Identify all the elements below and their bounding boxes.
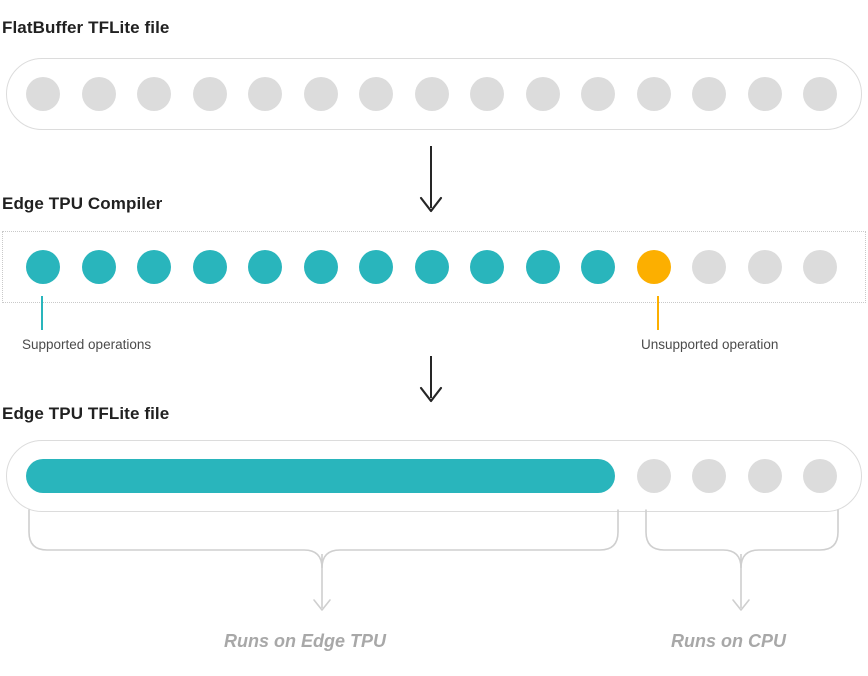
outcome-brace-layer [0, 508, 868, 671]
op-edgetpu-gray-13 [692, 459, 726, 493]
op-flatbuffer-gray-11 [581, 77, 615, 111]
op-compiler-teal-10 [525, 250, 560, 284]
section-heading-edgetpu: Edge TPU TFLite file [2, 404, 170, 423]
compiler-dotted-box [2, 231, 866, 303]
flatbuffer-op-row [7, 59, 861, 129]
op-compiler-gray-14 [747, 250, 782, 284]
op-compiler-teal-6 [303, 250, 338, 284]
section-heading-flatbuffer: FlatBuffer TFLite file [2, 18, 170, 37]
op-flatbuffer-gray-10 [525, 77, 560, 111]
op-flatbuffer-gray-7 [359, 77, 393, 111]
edgetpu-file-container [6, 440, 862, 512]
op-flatbuffer-gray-4 [192, 77, 227, 111]
legend-label-supported: Supported operations [22, 337, 152, 352]
arrow-down-light-icon-edgetpu [313, 554, 331, 611]
arrow-down-light-icon-cpu [732, 554, 750, 611]
op-flatbuffer-gray-2 [81, 77, 116, 111]
curly-brace-down-icon-edgetpu [28, 509, 619, 569]
op-compiler-teal-2 [81, 250, 116, 284]
op-flatbuffer-gray-14 [747, 77, 782, 111]
op-edgetpu-gray-14 [747, 459, 782, 493]
op-flatbuffer-gray-8 [414, 77, 449, 111]
compiler-op-row [3, 232, 865, 302]
op-edgetpu-gray-15 [803, 459, 837, 493]
op-flatbuffer-gray-9 [470, 77, 504, 111]
op-compiler-teal-9 [470, 250, 504, 284]
curly-brace-down-icon-cpu [645, 509, 839, 569]
op-flatbuffer-gray-15 [803, 77, 837, 111]
arrow-down-icon [412, 146, 452, 218]
op-compiler-gray-15 [803, 250, 837, 284]
op-compiler-gray-13 [692, 250, 726, 284]
supported-tick-icon [41, 296, 43, 330]
section-heading-compiler: Edge TPU Compiler [2, 194, 163, 213]
outcome-label-edge-tpu: Runs on Edge TPU [224, 631, 386, 651]
op-compiler-teal-4 [192, 250, 227, 284]
op-flatbuffer-gray-12 [636, 77, 671, 111]
unsupported-tick-icon [657, 296, 659, 330]
op-compiler-teal-7 [359, 250, 393, 284]
fused-edge-tpu-op-pill [26, 459, 615, 493]
op-flatbuffer-gray-1 [26, 77, 60, 111]
op-compiler-orange-12 [636, 250, 671, 284]
flatbuffer-file-container [6, 58, 862, 130]
op-compiler-teal-8 [414, 250, 449, 284]
legend-label-unsupported: Unsupported operation [641, 337, 779, 352]
op-compiler-teal-5 [248, 250, 282, 284]
arrow-down-icon-2 [412, 356, 452, 428]
edgetpu-op-row [7, 441, 861, 511]
op-flatbuffer-gray-13 [692, 77, 726, 111]
outcome-label-cpu: Runs on CPU [671, 631, 786, 651]
op-compiler-teal-1 [26, 250, 60, 284]
op-flatbuffer-gray-6 [303, 77, 338, 111]
op-flatbuffer-gray-5 [248, 77, 282, 111]
op-compiler-teal-3 [137, 250, 171, 284]
op-edgetpu-gray-12 [636, 459, 671, 493]
op-compiler-teal-11 [581, 250, 615, 284]
op-flatbuffer-gray-3 [137, 77, 171, 111]
